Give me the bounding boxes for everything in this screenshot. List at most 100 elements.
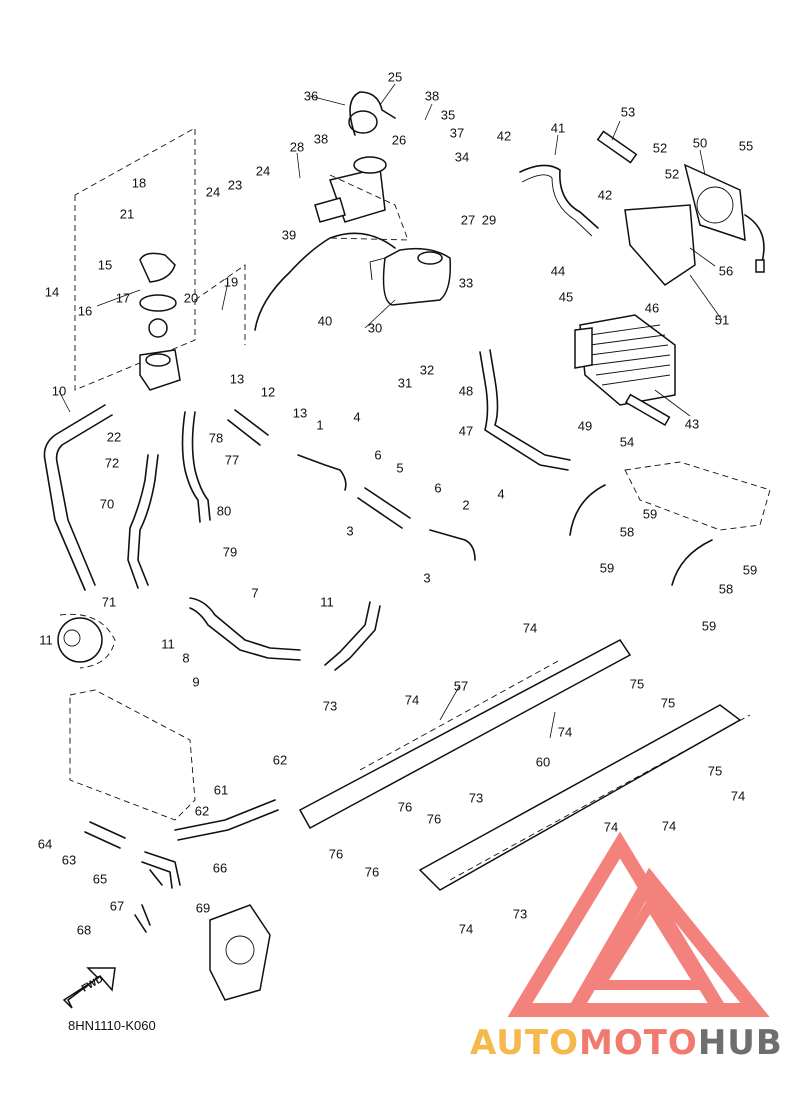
hose-39 — [254, 232, 396, 331]
callout-72: 72 — [105, 456, 119, 471]
callout-74e: 74 — [662, 819, 676, 834]
callout-24a: 24 — [206, 185, 220, 200]
group-box-14 — [74, 127, 246, 391]
callout-21: 21 — [120, 207, 134, 222]
callout-63: 63 — [62, 853, 76, 868]
fwd-label: FWD — [80, 974, 105, 995]
callout-64: 64 — [38, 837, 52, 852]
callout-74g: 74 — [459, 922, 473, 937]
callout-77: 77 — [225, 453, 239, 468]
callout-80: 80 — [217, 504, 231, 519]
callout-22: 22 — [107, 430, 121, 445]
callout-38a: 38 — [425, 89, 439, 104]
hose-7b — [189, 607, 301, 661]
callout-75c: 75 — [708, 764, 722, 779]
hose-58a — [569, 484, 606, 536]
hose-47 — [489, 349, 571, 461]
callout-32: 32 — [420, 363, 434, 378]
callout-31: 31 — [398, 376, 412, 391]
callout-49: 49 — [578, 419, 592, 434]
callout-19: 19 — [224, 275, 238, 290]
radiator — [574, 314, 676, 406]
callout-29: 29 — [482, 213, 496, 228]
callout-51: 51 — [715, 313, 729, 328]
callout-68: 68 — [77, 923, 91, 938]
engine-outline — [69, 689, 196, 821]
callout-10: 10 — [52, 384, 66, 399]
callout-39: 39 — [282, 228, 296, 243]
callout-13b: 13 — [293, 406, 307, 421]
callout-48: 48 — [459, 384, 473, 399]
callout-41: 41 — [551, 121, 565, 136]
callout-25: 25 — [388, 70, 402, 85]
callout-52b: 52 — [665, 167, 679, 182]
callout-28: 28 — [290, 140, 304, 155]
pipe-5b — [357, 497, 403, 529]
callout-70: 70 — [100, 497, 114, 512]
callout-74b: 74 — [405, 693, 419, 708]
callout-7: 7 — [251, 586, 258, 601]
hose-7 — [189, 597, 301, 651]
callout-54: 54 — [620, 435, 634, 450]
callout-75a: 75 — [630, 677, 644, 692]
callout-35: 35 — [441, 108, 455, 123]
strip-54 — [624, 393, 671, 426]
upper-frame-outline — [624, 461, 771, 531]
reservoir-tank — [369, 247, 452, 306]
callout-61: 61 — [214, 783, 228, 798]
callout-43: 43 — [685, 417, 699, 432]
callout-59a: 59 — [643, 507, 657, 522]
callout-69: 69 — [196, 901, 210, 916]
callout-11b: 11 — [161, 637, 175, 652]
callout-57: 57 — [454, 679, 468, 694]
callout-62b: 62 — [195, 804, 209, 819]
pipe-2 — [429, 529, 476, 561]
callout-46: 46 — [645, 301, 659, 316]
pipe-12b — [227, 419, 261, 446]
callout-73c: 73 — [513, 907, 527, 922]
callout-74a: 74 — [523, 621, 537, 636]
callout-73a: 73 — [323, 699, 337, 714]
callout-59b: 59 — [600, 561, 614, 576]
callout-9: 9 — [192, 675, 199, 690]
callout-38b: 38 — [314, 132, 328, 147]
callout-3a: 3 — [346, 524, 353, 539]
callout-5: 5 — [396, 461, 403, 476]
callout-40: 40 — [318, 314, 332, 329]
callout-74f: 74 — [604, 820, 618, 835]
pipe-60 — [418, 704, 751, 891]
callout-6a: 6 — [374, 448, 381, 463]
callout-71: 71 — [102, 595, 116, 610]
callout-36: 36 — [304, 89, 318, 104]
callout-56: 56 — [719, 264, 733, 279]
callout-74d: 74 — [731, 789, 745, 804]
hose-58b — [671, 539, 713, 586]
callout-58a: 58 — [620, 525, 634, 540]
callout-78: 78 — [209, 431, 223, 446]
callout-11a: 11 — [39, 633, 53, 648]
thermostat-case-lower — [209, 904, 271, 1001]
pipe-1 — [297, 454, 347, 491]
callout-18: 18 — [132, 176, 146, 191]
callout-3b: 3 — [423, 571, 430, 586]
hose-77b — [191, 411, 211, 521]
callout-74c: 74 — [558, 725, 572, 740]
callout-14: 14 — [45, 285, 59, 300]
callout-42b: 42 — [598, 188, 612, 203]
callout-23: 23 — [228, 178, 242, 193]
callout-76a: 76 — [398, 800, 412, 815]
leader-lines — [58, 83, 723, 739]
watermark-brand: AUTOMOTOHUB — [470, 1023, 783, 1063]
callout-42a: 42 — [497, 129, 511, 144]
pipe-11b — [334, 605, 381, 671]
callout-66: 66 — [213, 861, 227, 876]
callout-75b: 75 — [661, 696, 675, 711]
thermostat-housing — [139, 252, 181, 391]
hose-70b — [127, 454, 149, 589]
callout-2: 2 — [462, 498, 469, 513]
callout-59d: 59 — [702, 619, 716, 634]
callout-1: 1 — [316, 418, 323, 433]
callout-67: 67 — [110, 899, 124, 914]
callout-8: 8 — [182, 651, 189, 666]
